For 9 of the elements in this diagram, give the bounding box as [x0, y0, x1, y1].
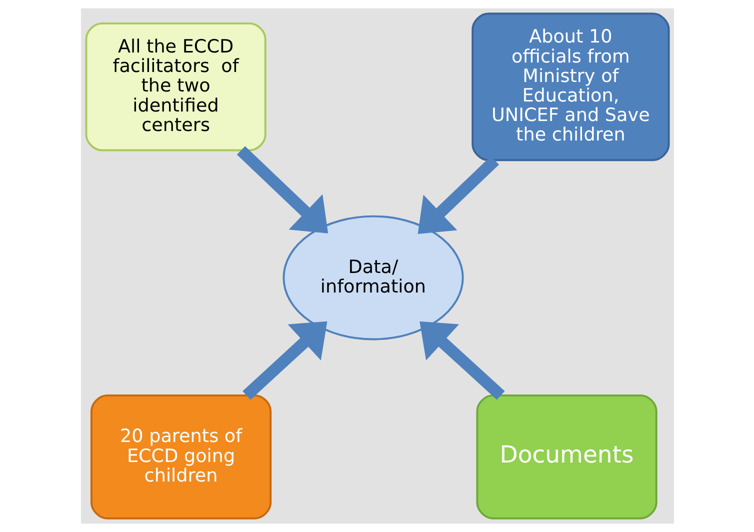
node-box: Documents	[476, 394, 657, 520]
node-box: All the ECCD facilitators of the two identified centers	[84, 22, 266, 152]
arrow	[417, 156, 498, 234]
node-ellipse: Data/ information	[282, 215, 464, 340]
node-box: 20 parents of ECCD going children	[90, 394, 272, 520]
node-box: About 10 officials from Ministry of Education, UNICEF and Save the children	[471, 12, 670, 162]
arrow	[236, 146, 328, 234]
arrow	[419, 321, 504, 400]
arrow	[242, 321, 327, 400]
